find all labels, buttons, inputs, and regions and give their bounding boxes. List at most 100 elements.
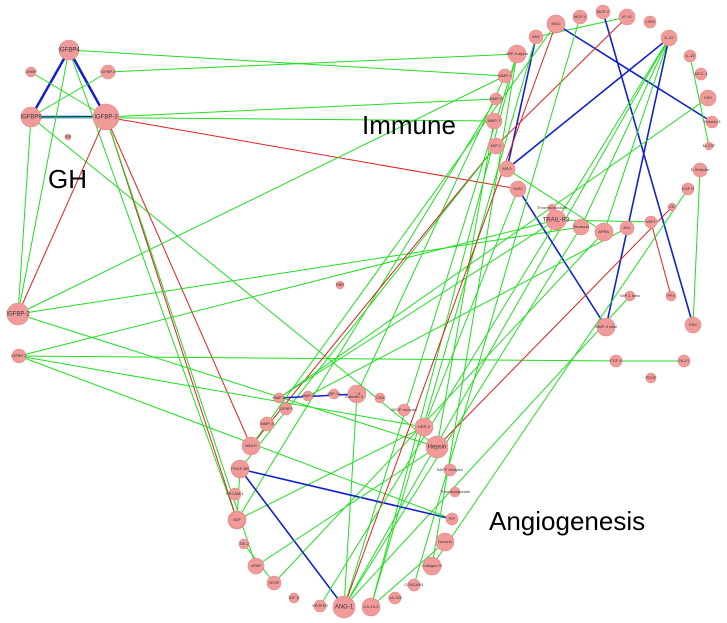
node-mip3a[interactable]: MIP-3 alpha xyxy=(506,44,529,64)
node-timp1[interactable]: Thrombospondin xyxy=(440,486,470,498)
node-igfbp2[interactable]: IGFBP-2 xyxy=(6,302,30,326)
node-mcsf[interactable]: M-CSF xyxy=(703,141,716,151)
node-rbp[interactable]: RBP xyxy=(335,280,345,290)
node-mmp8[interactable]: MMP-8 xyxy=(273,392,287,404)
node-egfr[interactable]: EGF R xyxy=(681,182,695,196)
node-sdf[interactable]: SDF xyxy=(228,511,246,529)
node-mmp7[interactable]: MMP-7 xyxy=(485,112,503,130)
node-circle xyxy=(25,66,37,78)
edge-igfbp1-her2 xyxy=(18,355,425,428)
node-label: MMP-2 xyxy=(302,393,316,398)
node-mmp1[interactable]: MMP-1 xyxy=(497,68,513,84)
node-april[interactable]: APRIL xyxy=(594,222,614,242)
node-i309[interactable]: I-309 xyxy=(643,15,657,29)
node-pdgfbb2[interactable]: PDGF xyxy=(645,372,657,384)
node-igfbp9[interactable]: IGF-II xyxy=(288,592,300,604)
node-collagen[interactable]: Collagen IV xyxy=(422,556,443,576)
node-mmlr[interactable]: MMLR xyxy=(241,436,261,456)
node-itac[interactable]: ITAC xyxy=(684,316,702,334)
node-label: MPO xyxy=(502,166,511,171)
node-trail[interactable]: TRAIL-R3 xyxy=(543,209,570,231)
node-il22[interactable]: IL-22 xyxy=(660,29,678,47)
node-circle xyxy=(228,511,246,529)
node-upar[interactable]: uPAR xyxy=(247,557,265,575)
node-flt3[interactable]: Flt-3 L xyxy=(677,354,690,368)
node-axl[interactable]: AXL xyxy=(619,220,635,236)
node-eotaxin3[interactable]: Eotaxin-3 xyxy=(704,115,722,129)
node-ca15[interactable]: CA-15-3 xyxy=(361,597,381,617)
node-circle xyxy=(64,133,72,141)
edge-pip-igfbp1 xyxy=(18,355,453,520)
node-cd[interactable]: CD xyxy=(667,202,677,212)
node-il16[interactable]: IL-16 xyxy=(683,49,697,63)
node-circle xyxy=(692,162,708,178)
node-mip1a[interactable]: MIP-1a xyxy=(328,388,342,400)
node-pf4[interactable]: PF4 xyxy=(665,290,677,302)
edge-igfbp1-trail xyxy=(18,219,557,357)
node-vegfr[interactable]: VEGF receptor xyxy=(391,403,418,417)
node-label: IGF xyxy=(65,134,72,139)
node-tarc[interactable]: TARC xyxy=(509,180,527,198)
node-her2[interactable]: HER-2 xyxy=(414,417,434,437)
node-ca125[interactable]: CA-125 xyxy=(388,591,403,605)
edge-collagen-mip3a xyxy=(431,53,518,567)
node-igfbp6[interactable]: IGFBP6 xyxy=(20,106,42,128)
node-mmp3b[interactable]: MMP-3 xyxy=(259,416,275,432)
node-igfbp5[interactable]: IGFBP-5 xyxy=(100,64,117,80)
node-label: IGFBP4 xyxy=(58,48,80,54)
edge-decorin-ca15 xyxy=(370,541,446,608)
node-pip[interactable]: PIP xyxy=(445,512,459,526)
node-igf[interactable]: IGF xyxy=(64,133,72,141)
node-ca9[interactable]: CA9 xyxy=(374,392,386,404)
node-circle xyxy=(328,388,340,400)
node-ilgp[interactable]: IGFBP1 xyxy=(279,402,294,416)
edge-fas-mmp8 xyxy=(278,97,709,399)
node-label: MIP-3 alpha xyxy=(506,51,528,56)
node-igfbp1[interactable]: IGFBP-1 xyxy=(11,348,28,364)
node-grbp[interactable]: GHBP xyxy=(25,66,37,78)
edge-igfbp3-mmp3 xyxy=(105,98,497,118)
node-label: PDGF xyxy=(645,375,657,380)
node-megfr[interactable]: VEGFR2 xyxy=(312,599,329,613)
node-mcp4[interactable]: MCP-4 xyxy=(572,9,588,25)
node-foll[interactable]: FGF-4 xyxy=(609,354,623,368)
node-label: CA-15-3 xyxy=(364,604,380,609)
node-fas[interactable]: FAS xyxy=(699,89,717,107)
edge-mpo-april xyxy=(506,168,605,233)
node-mdc[interactable]: MDC xyxy=(546,14,566,34)
node-wif[interactable]: WIF1 xyxy=(644,215,658,229)
edge-trail-wif xyxy=(555,219,652,223)
node-pdgfbb[interactable]: PDGF-BB xyxy=(230,459,250,479)
node-ip10[interactable]: IP-10 xyxy=(618,8,636,26)
node-tie[interactable]: TIE-2 xyxy=(238,538,250,550)
node-hepsin[interactable]: Hepsin xyxy=(425,435,449,459)
node-esel[interactable]: E-Selectin xyxy=(691,162,709,178)
node-mmp2[interactable]: MMP-2 xyxy=(302,390,316,402)
node-ang1[interactable]: ANG-1 xyxy=(332,595,356,619)
node-mcc1[interactable]: MCC-1 xyxy=(695,67,708,81)
node-igfbp4[interactable]: IGFBP4 xyxy=(58,39,80,61)
node-mig[interactable]: MIG xyxy=(528,29,544,45)
node-galectin[interactable]: Galectin-3 xyxy=(345,392,364,402)
node-baffr[interactable]: BAFF receptor xyxy=(437,463,464,477)
node-circle xyxy=(273,392,285,404)
node-mcp2[interactable]: MCP-2 xyxy=(595,4,611,20)
node-mmp9[interactable]: MMP-9 total xyxy=(595,317,617,337)
node-label: CEACAM1 xyxy=(404,582,424,587)
node-mpo[interactable]: MPO xyxy=(498,160,516,178)
node-circle xyxy=(645,372,657,384)
node-decorin[interactable]: Decorin xyxy=(435,532,455,552)
node-circle xyxy=(546,14,566,34)
node-mmp3[interactable]: MMP-3 xyxy=(490,92,504,106)
node-label: TARC xyxy=(513,186,524,191)
node-circle xyxy=(238,538,250,550)
node-vegf[interactable]: VEGF xyxy=(266,575,282,591)
node-label: HER-2 xyxy=(418,424,431,429)
node-igfbp3[interactable]: IGFBP-3 xyxy=(92,103,120,131)
node-mip1beta[interactable]: MIP-1 beta xyxy=(620,290,641,302)
node-tenascin[interactable]: Tenascin xyxy=(572,218,590,236)
node-mip1[interactable]: MIP-1 xyxy=(487,137,505,155)
node-label: E-Selectin xyxy=(691,167,709,172)
node-ceacam[interactable]: CEACAM1 xyxy=(404,578,424,592)
node-pecam[interactable]: PECAM-1 xyxy=(226,487,245,501)
